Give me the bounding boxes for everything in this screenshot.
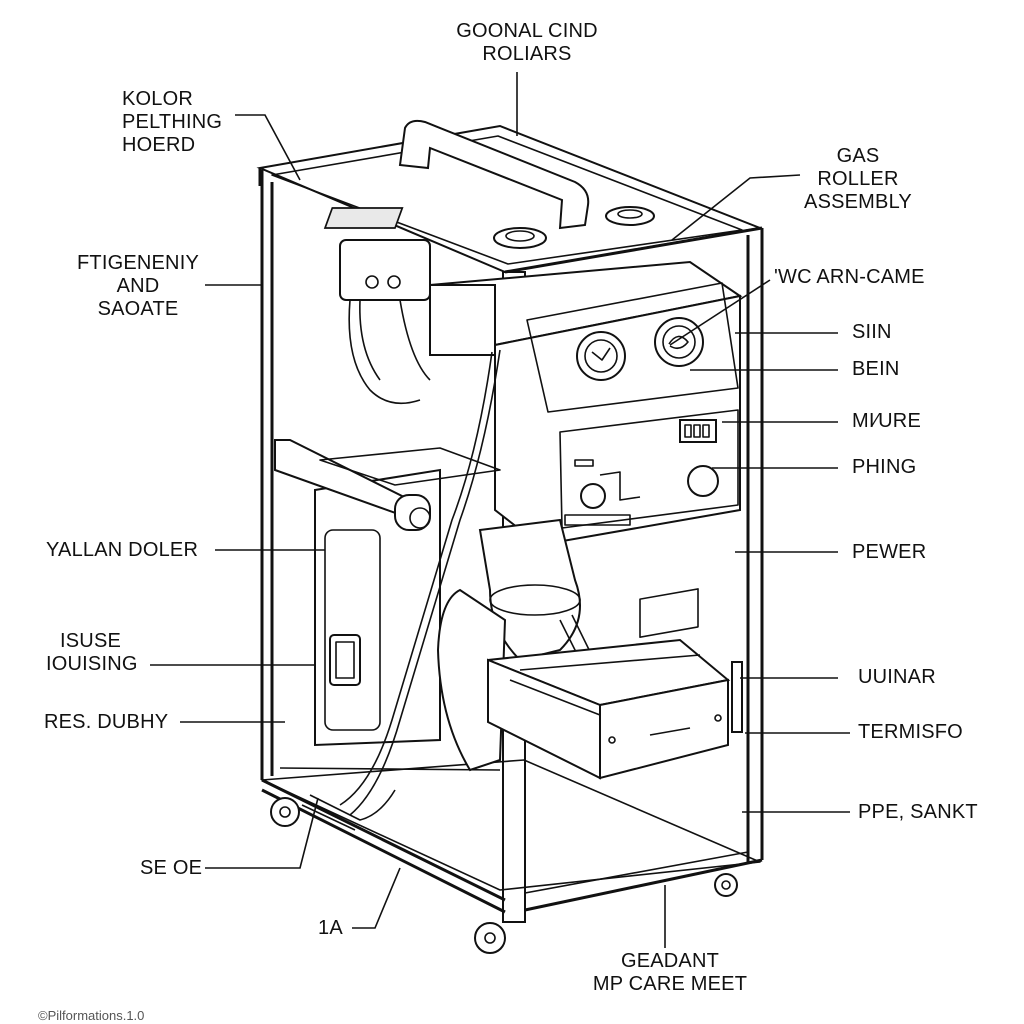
pump-assembly bbox=[436, 518, 743, 780]
label-top-left-line1: KOLOR bbox=[122, 88, 194, 110]
label-mixure: MI⁄URE bbox=[852, 410, 921, 432]
casters bbox=[270, 797, 738, 954]
cabinet-frame bbox=[256, 124, 764, 923]
label-bottom-center-line2: MP CARE MEET bbox=[592, 973, 748, 995]
label-phing: PHING bbox=[852, 456, 917, 478]
label-top-center: GOONAL CIND ROLIARS bbox=[456, 20, 597, 66]
label-res: RES. DUBHY bbox=[44, 711, 169, 733]
label-wc-arn: 'WC ARN-CAME bbox=[774, 266, 925, 288]
label-bottom-center: GEADANT MP CARE MEET bbox=[593, 950, 747, 996]
label-gas-roller-line1: GAS bbox=[836, 145, 880, 167]
label-left-mid: FTIGENENIY AND SAOATE bbox=[77, 252, 199, 321]
label-bottom-center-line1: GEADANT bbox=[620, 950, 720, 972]
control-unit bbox=[339, 239, 743, 547]
label-bein: BEIN bbox=[852, 358, 900, 380]
label-gas-roller-line2: ROLLER bbox=[817, 168, 899, 190]
label-top-left-line3: HOERD bbox=[122, 134, 196, 156]
label-top-left: KOLOR PELTHING HOERD bbox=[122, 88, 222, 157]
label-top-left-line2: PELTHING bbox=[122, 111, 223, 133]
label-siin: SIIN bbox=[852, 321, 892, 343]
label-pewer: PEWER bbox=[852, 541, 927, 563]
label-1a: 1A bbox=[318, 917, 343, 939]
label-top-center-line1: GOONAL CIND bbox=[456, 20, 598, 42]
label-seoe: SE OE bbox=[140, 857, 203, 879]
label-ppe: PPE, SANKT bbox=[858, 801, 978, 823]
label-uuinar: UUINAR bbox=[858, 666, 936, 688]
label-isuse-line2: IOUISING bbox=[46, 653, 138, 675]
label-gas-roller: GAS ROLLER ASSEMBLY bbox=[804, 145, 912, 214]
label-termisfo: TERMISFO bbox=[858, 721, 963, 743]
tank-housing bbox=[274, 439, 501, 747]
label-isuse: ISUSE IOUISING bbox=[46, 630, 138, 676]
label-gas-roller-line3: ASSEMBLY bbox=[804, 191, 912, 213]
footer-credit: ©Pilformations.1.0 bbox=[38, 1008, 145, 1023]
label-yallan: YALLAN DOLER bbox=[46, 539, 199, 561]
label-isuse-line1: ISUSE bbox=[60, 630, 122, 652]
label-left-mid-line3: SAOATE bbox=[97, 298, 179, 320]
label-left-mid-line1: FTIGENENIY bbox=[76, 252, 200, 274]
leader-lines bbox=[150, 72, 850, 948]
hoses bbox=[301, 349, 501, 831]
top-handle bbox=[323, 119, 655, 249]
label-left-mid-line2: AND bbox=[116, 275, 160, 297]
label-top-center-line2: ROLIARS bbox=[482, 43, 572, 65]
